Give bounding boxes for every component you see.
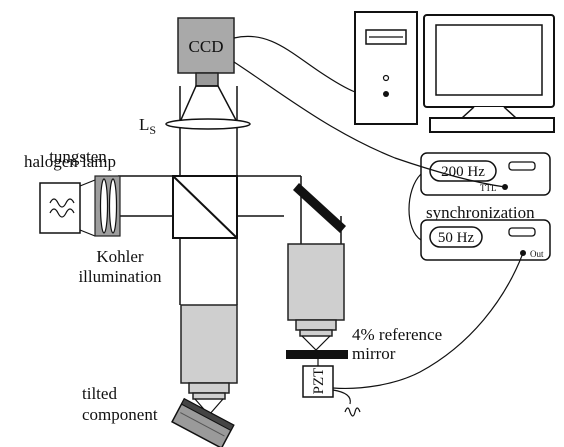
kohler-label-line1: Kohler (96, 247, 144, 266)
ccd-focus-cone (178, 85, 239, 123)
sync-label: synchronization (426, 203, 535, 222)
gen2-display (429, 226, 483, 248)
gen2-knob (508, 227, 536, 237)
fold-mirror (293, 183, 346, 233)
pzt-label: PZT (311, 368, 327, 395)
lens-label-sub: S (149, 123, 156, 137)
monitor-neck (460, 106, 518, 119)
reference-label-line1: 4% reference (352, 325, 442, 344)
ccd-to-generator-cable (233, 61, 506, 188)
reference-label-line2: mirror (352, 344, 396, 363)
gen1-display (429, 160, 497, 182)
ccd-camera: CCD (177, 17, 235, 87)
reference-mirror (286, 350, 348, 359)
generator-200hz: 200 Hz TTL (420, 152, 551, 196)
power-button-icon (383, 91, 389, 97)
gen2-freq-label: 50 Hz (438, 230, 475, 246)
generator-50hz: 50 Hz Out (420, 219, 551, 261)
lamp-label-line1: tungsten (49, 147, 107, 166)
lens-ls (165, 118, 251, 130)
ccd-label: CCD (189, 37, 224, 56)
sample-objective (180, 304, 238, 416)
gen1-freq-label: 200 Hz (441, 164, 485, 180)
computer (354, 11, 555, 133)
tilted-component (171, 397, 235, 447)
sine-wave-icon (344, 407, 361, 417)
generator-to-pzt-cable (332, 252, 524, 389)
monitor-screen (435, 24, 543, 96)
gen2-port-label: Out (530, 249, 544, 259)
keyboard (429, 117, 555, 133)
pzt-actuator: PZT (302, 359, 334, 398)
ccd-mount (195, 72, 219, 87)
kohler-label-line2: illumination (78, 267, 162, 286)
cables (233, 35, 524, 389)
tungsten-halogen-lamp (39, 179, 96, 237)
ccd-body (177, 17, 235, 74)
kohler-illumination (94, 175, 121, 237)
filament-icon (49, 198, 75, 208)
pc-tower (354, 11, 418, 125)
reference-objective (287, 243, 345, 351)
ccd-to-pc-cable (233, 35, 356, 93)
pzt-drive-wire (332, 389, 351, 405)
gen1-knob (508, 161, 536, 171)
lens-label: L (139, 115, 149, 134)
lamp-label-line2: halogen lamp (24, 152, 116, 171)
beam-splitter-cube (172, 175, 238, 239)
led-icon (382, 74, 390, 82)
sync-cable (408, 173, 422, 241)
gen1-port-label: TTL (480, 183, 497, 193)
tilted-label-line2: component (82, 405, 158, 424)
svg-text:LS: LS (139, 115, 156, 137)
tilted-label-line1: tilted (82, 384, 117, 403)
